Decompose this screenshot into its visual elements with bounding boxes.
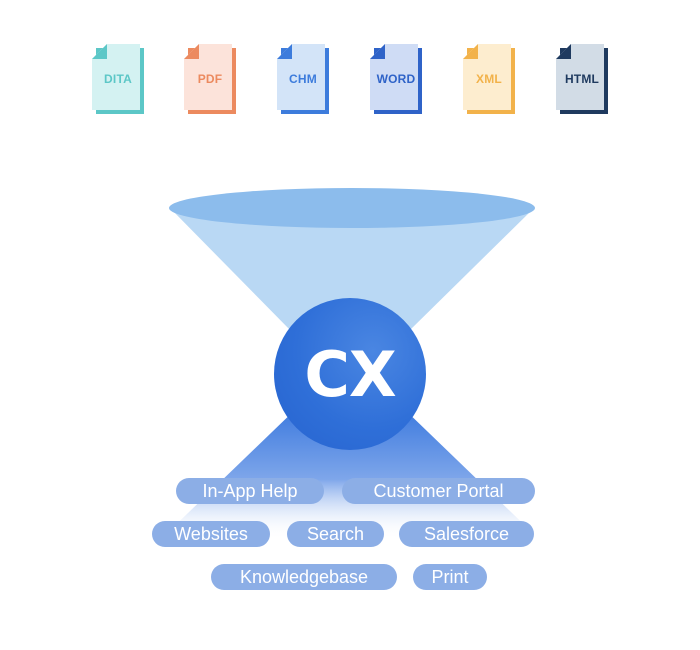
cx-hub-circle: CX: [274, 298, 426, 450]
file-type-label: DITA: [104, 72, 132, 86]
file-type-label: CHM: [289, 72, 317, 86]
file-type-label: XML: [476, 72, 502, 86]
chm-file-icon: CHM: [277, 44, 329, 114]
output-pill-search: Search: [287, 521, 384, 547]
html-file-icon: HTML: [556, 44, 608, 114]
output-pill-in-app-help: In-App Help: [176, 478, 324, 504]
file-type-label: WORD: [376, 72, 416, 86]
dita-file-icon: DITA: [92, 44, 144, 114]
file-type-label: HTML: [564, 72, 600, 86]
output-pill-customer-portal: Customer Portal: [342, 478, 535, 504]
output-beam: [160, 405, 540, 540]
xml-file-icon: XML: [463, 44, 515, 114]
cx-logo-text: CX: [304, 337, 396, 411]
output-pill-salesforce: Salesforce: [399, 521, 534, 547]
funnel-top-ellipse: [169, 188, 535, 228]
pdf-file-icon: PDF: [184, 44, 236, 114]
file-type-label: PDF: [197, 72, 223, 86]
word-file-icon: WORD: [370, 44, 422, 114]
output-pill-knowledgebase: Knowledgebase: [211, 564, 397, 590]
funnel-cone: [170, 208, 534, 332]
output-pill-print: Print: [413, 564, 487, 590]
output-pill-websites: Websites: [152, 521, 270, 547]
